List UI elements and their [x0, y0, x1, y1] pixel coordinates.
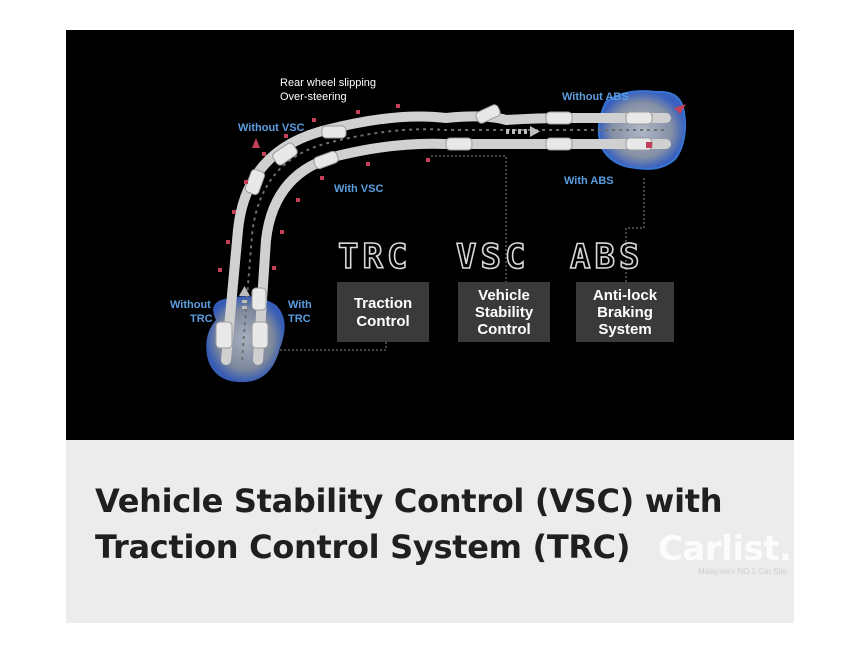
car-markers [215, 104, 653, 349]
box-vsc-line3: Control [477, 321, 530, 338]
label-with-trc-2: TRC [288, 313, 311, 325]
box-abs-line1: Anti-lock [593, 287, 658, 304]
article-caption: Vehicle Stability Control (VSC) with Tra… [95, 478, 755, 570]
box-vsc-line1: Vehicle [478, 287, 530, 304]
label-rear-slip-2: Over-steering [280, 91, 347, 103]
logo-abs: ABS [570, 237, 643, 277]
watermark-tagline: Malaysia's NO.1 Car Site [698, 567, 788, 576]
article-card: Rear wheel slipping Over-steering Withou… [66, 30, 848, 623]
label-with-vsc: With VSC [334, 183, 383, 195]
box-trc-line2: Control [356, 313, 409, 330]
box-traction-control: Traction Control [337, 282, 429, 342]
box-anti-lock-braking-system: Anti-lock Braking System [576, 282, 674, 342]
caption-line-1: Vehicle Stability Control (VSC) with [95, 482, 723, 520]
box-abs-line2: Braking [597, 304, 653, 321]
caption-line-2: Traction Control System (TRC) [95, 528, 631, 566]
vsc-trc-diagram: Rear wheel slipping Over-steering Withou… [66, 30, 794, 440]
label-without-trc-2: TRC [190, 313, 213, 325]
watermark-logo: Carlist.my [658, 529, 848, 569]
logo-trc: TRC [338, 237, 411, 277]
road-inner [253, 138, 671, 365]
motion-arrow-right [506, 126, 540, 137]
box-trc-line1: Traction [354, 295, 412, 312]
label-without-abs: Without ABS [562, 91, 629, 103]
label-with-trc-1: With [288, 299, 312, 311]
label-without-trc-1: Without [170, 299, 211, 311]
arrow-vsc [252, 138, 260, 148]
path-markers [218, 104, 652, 272]
box-vsc-line2: Stability [475, 304, 534, 321]
road-outer [221, 111, 671, 365]
motion-arrow-up [239, 286, 250, 309]
logo-vsc: VSC [456, 237, 529, 277]
label-rear-slip-1: Rear wheel slipping [280, 77, 376, 89]
label-without-vsc: Without VSC [238, 122, 305, 134]
box-abs-line3: System [598, 321, 651, 338]
arrow-top [674, 104, 686, 114]
carlist-watermark: Carlist.my Malaysia's NO.1 Car Site [658, 527, 858, 597]
label-with-abs: With ABS [564, 175, 614, 187]
box-vehicle-stability-control: Vehicle Stability Control [458, 282, 550, 342]
diagram-graphic: Rear wheel slipping Over-steering Withou… [170, 77, 686, 383]
